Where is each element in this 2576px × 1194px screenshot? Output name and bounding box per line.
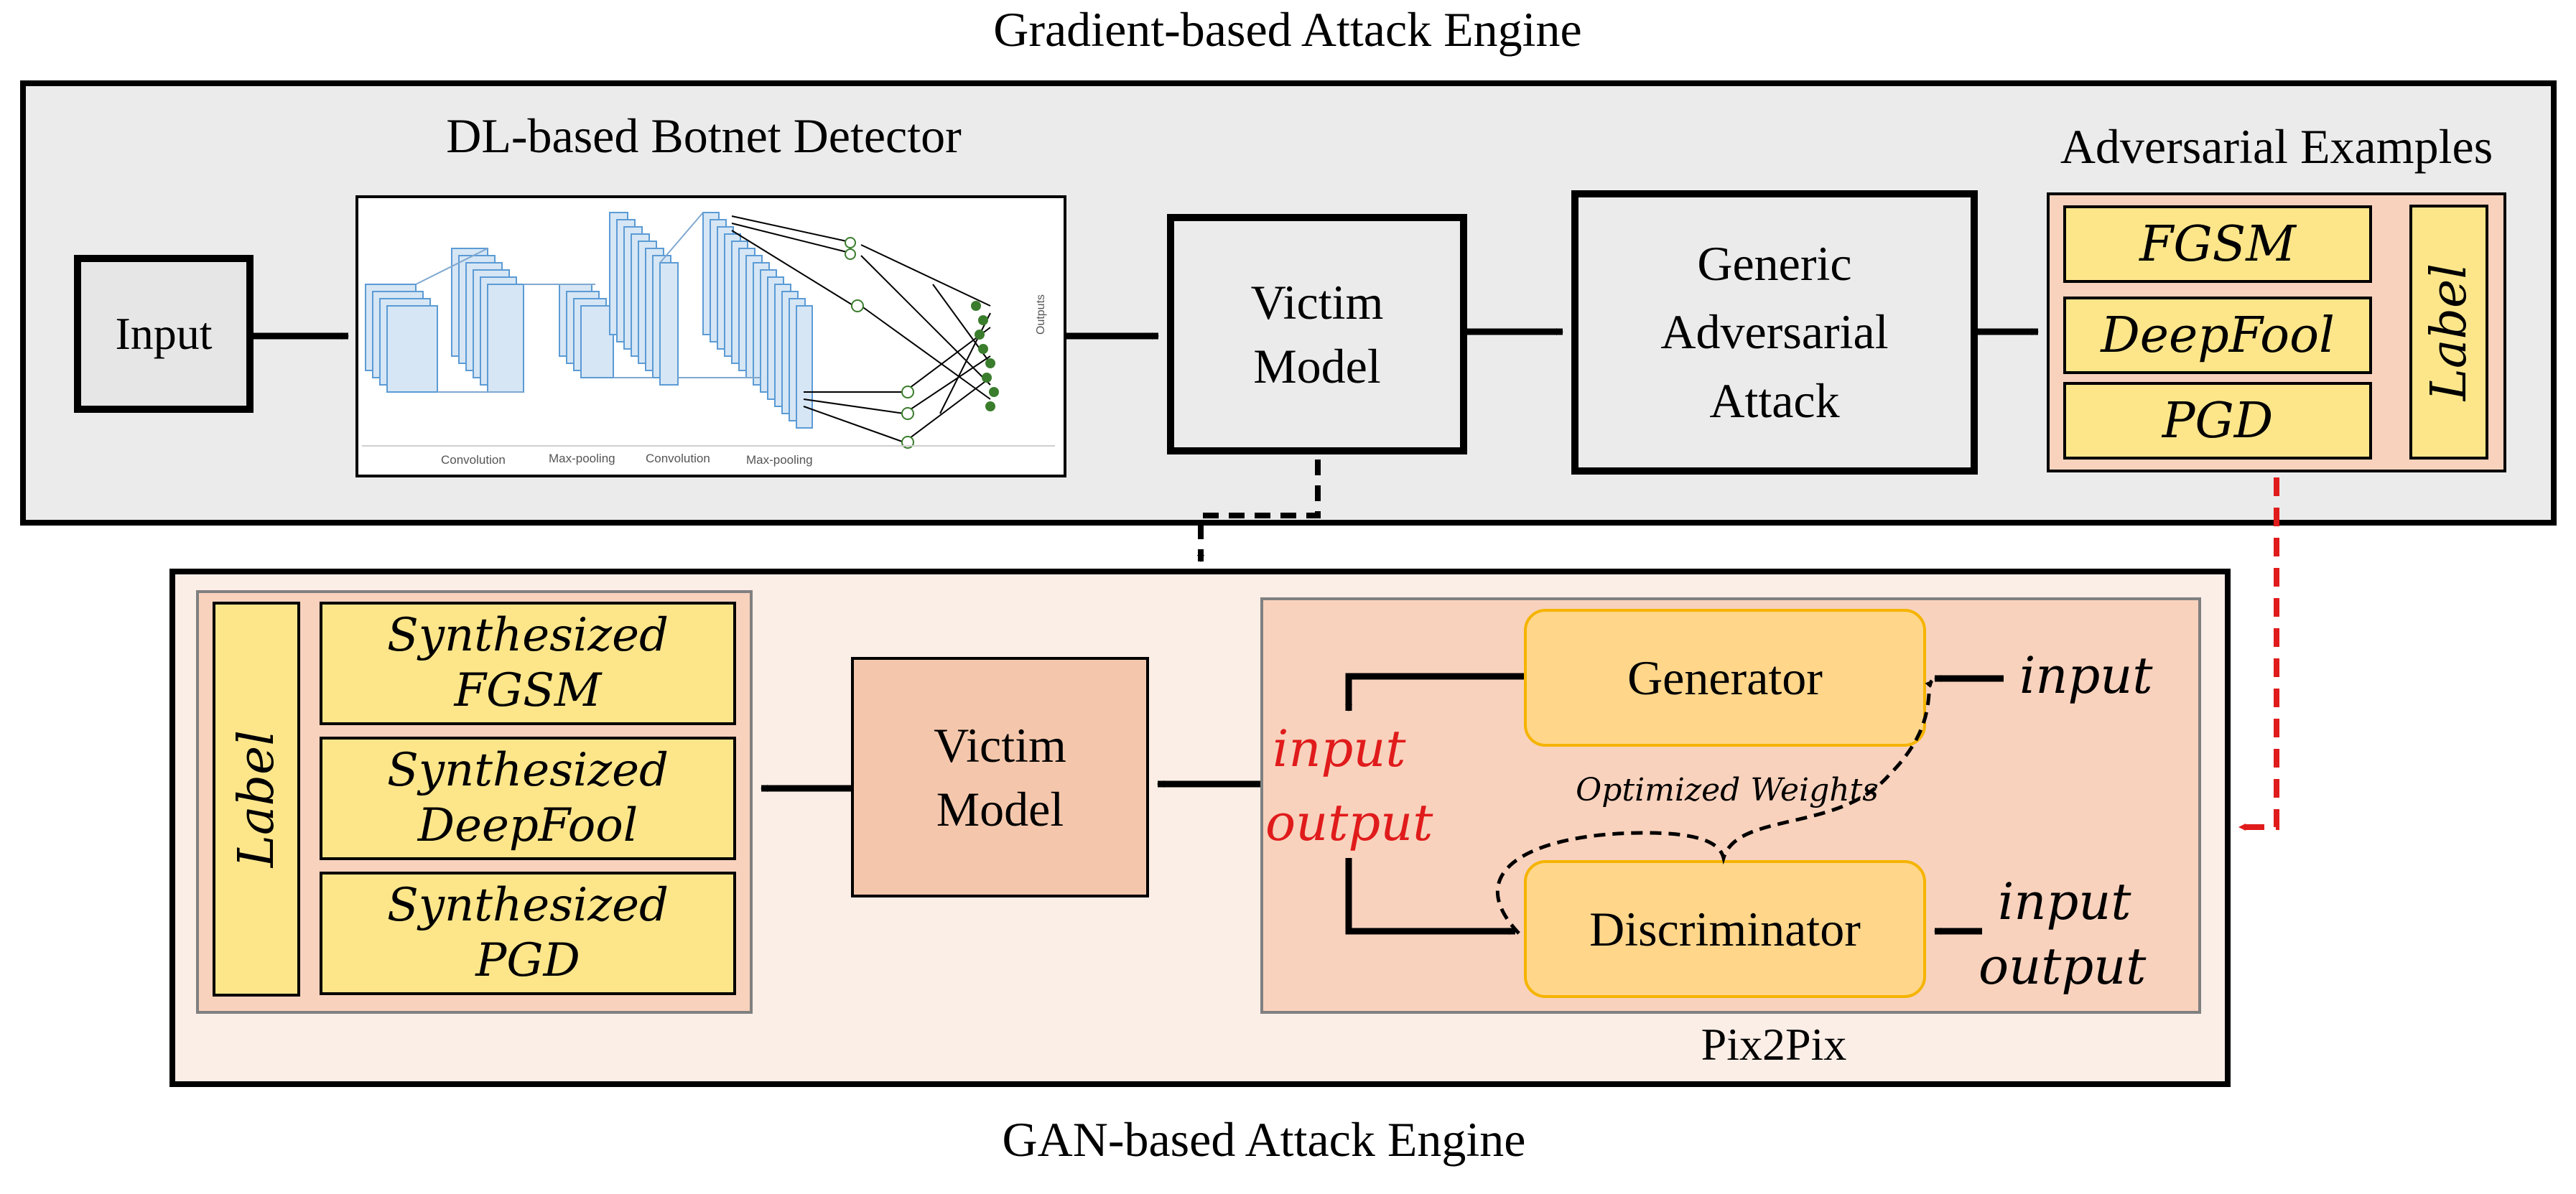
synth-item-fgsm: Synthesized FGSM	[320, 602, 736, 725]
cnn-layer-label-2: Max-pooling	[549, 452, 615, 465]
pix2pix-label: Pix2Pix	[1701, 1019, 1847, 1070]
cnn-feature-stacks	[365, 212, 813, 429]
victim-model-top-line1: Victim	[1250, 275, 1384, 330]
discriminator-box: Discriminator	[1524, 860, 1926, 998]
cnn-dense-arrows	[731, 215, 991, 443]
adv-item-deepfool: DeepFool	[2063, 297, 2372, 374]
pix2pix-arrows	[761, 673, 2004, 935]
victim-model-top-line2: Model	[1253, 338, 1381, 393]
dashed-victim-to-gan	[1197, 460, 1321, 562]
gradient-engine-title: Gradient-based Attack Engine	[993, 2, 1582, 57]
optimized-weights-loop	[1495, 679, 1934, 935]
botnet-detector-label: DL-based Botnet Detector	[446, 108, 962, 163]
cnn-layer-label-1: Convolution	[441, 453, 506, 467]
cnn-connections	[415, 212, 761, 393]
red-input-label: input	[1273, 719, 1406, 778]
arrow-generator-to-red	[1345, 673, 1524, 712]
cnn-output-nodes	[971, 301, 999, 411]
generic-attack-box: Generic Adversarial Attack	[1571, 190, 1978, 475]
adversarial-examples-title: Adversarial Examples	[2060, 119, 2493, 174]
gan-engine-title: GAN-based Attack Engine	[1002, 1112, 1526, 1167]
input-box-label: Input	[115, 308, 213, 359]
synth-fgsm-line2: FGSM	[454, 664, 602, 717]
cnn-layer-label-3: Convolution	[646, 452, 710, 465]
cnn-drawing: Convolution Max-pooling Convolution Max-…	[362, 212, 1055, 467]
adv-label-box: Label	[2409, 205, 2488, 460]
synth-pgd-line2: PGD	[475, 934, 580, 987]
generic-attack-line1: Generic	[1697, 236, 1852, 291]
cnn-layer-label-4: Max-pooling	[746, 453, 813, 467]
discriminator-output-label: output	[1979, 937, 2147, 996]
top-flow-arrows	[254, 328, 2039, 340]
generator-input-label: input	[2019, 646, 2153, 705]
adv-item-pgd: PGD	[2063, 382, 2372, 460]
red-output-label: output	[1265, 793, 1433, 852]
victim-model-bottom: Victim Model	[851, 657, 1149, 897]
input-box: Input	[74, 255, 254, 413]
synth-deepfool-line1: Synthesized	[387, 744, 669, 798]
synth-pgd-line1: Synthesized	[387, 879, 669, 933]
adv-item-fgsm: FGSM	[2063, 205, 2372, 283]
victim-model-bottom-line1: Victim	[934, 718, 1066, 773]
generic-attack-line2: Adversarial	[1660, 304, 1889, 360]
cnn-architecture-image: Convolution Max-pooling Convolution Max-…	[355, 195, 1066, 477]
arrow-red-to-discriminator	[1345, 858, 1516, 935]
discriminator-input-label: input	[1998, 872, 2131, 931]
synth-deepfool-line2: DeepFool	[417, 799, 638, 852]
victim-model-top: Victim Model	[1167, 214, 1467, 454]
synth-item-pgd: Synthesized PGD	[320, 872, 736, 995]
optimized-weights-label: Optimized Weights	[1576, 772, 1879, 808]
synth-item-deepfool: Synthesized DeepFool	[320, 737, 736, 860]
cnn-outputs-label: Outputs	[1035, 294, 1047, 335]
synth-fgsm-line1: Synthesized	[387, 609, 669, 663]
synth-label-box: Label	[213, 602, 300, 997]
dashed-red-examples-to-pix2pix	[2238, 477, 2279, 831]
generic-attack-line3: Attack	[1709, 373, 1840, 428]
victim-model-bottom-line2: Model	[936, 781, 1064, 836]
generator-box: Generator	[1524, 609, 1926, 747]
